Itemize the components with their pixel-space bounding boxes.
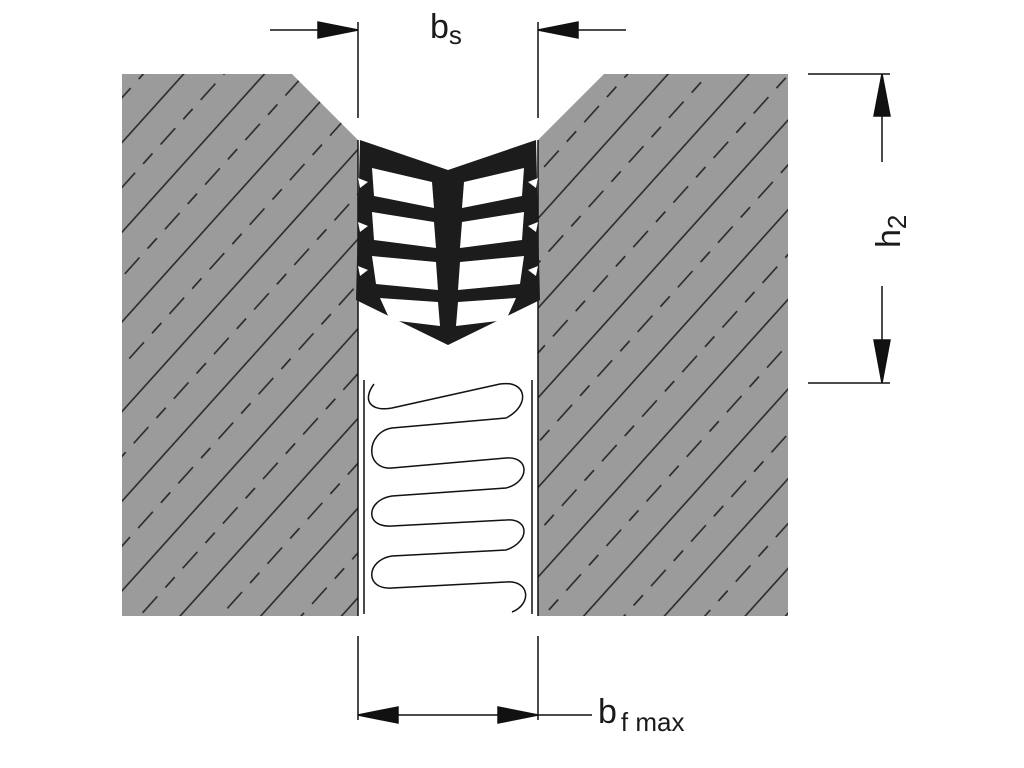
joint-edges [357, 140, 539, 616]
concrete-block-right [538, 74, 788, 616]
concrete-block-left [122, 74, 358, 616]
label-bs: bs [430, 8, 462, 50]
label-h2: h2 [870, 215, 912, 248]
dimension-h2 [808, 73, 891, 384]
dimension-bs [270, 21, 626, 118]
wavy-backer-rod-icon [367, 382, 527, 613]
dimension-bfmax [357, 636, 592, 724]
chevron-seal-profile-icon [356, 140, 540, 345]
